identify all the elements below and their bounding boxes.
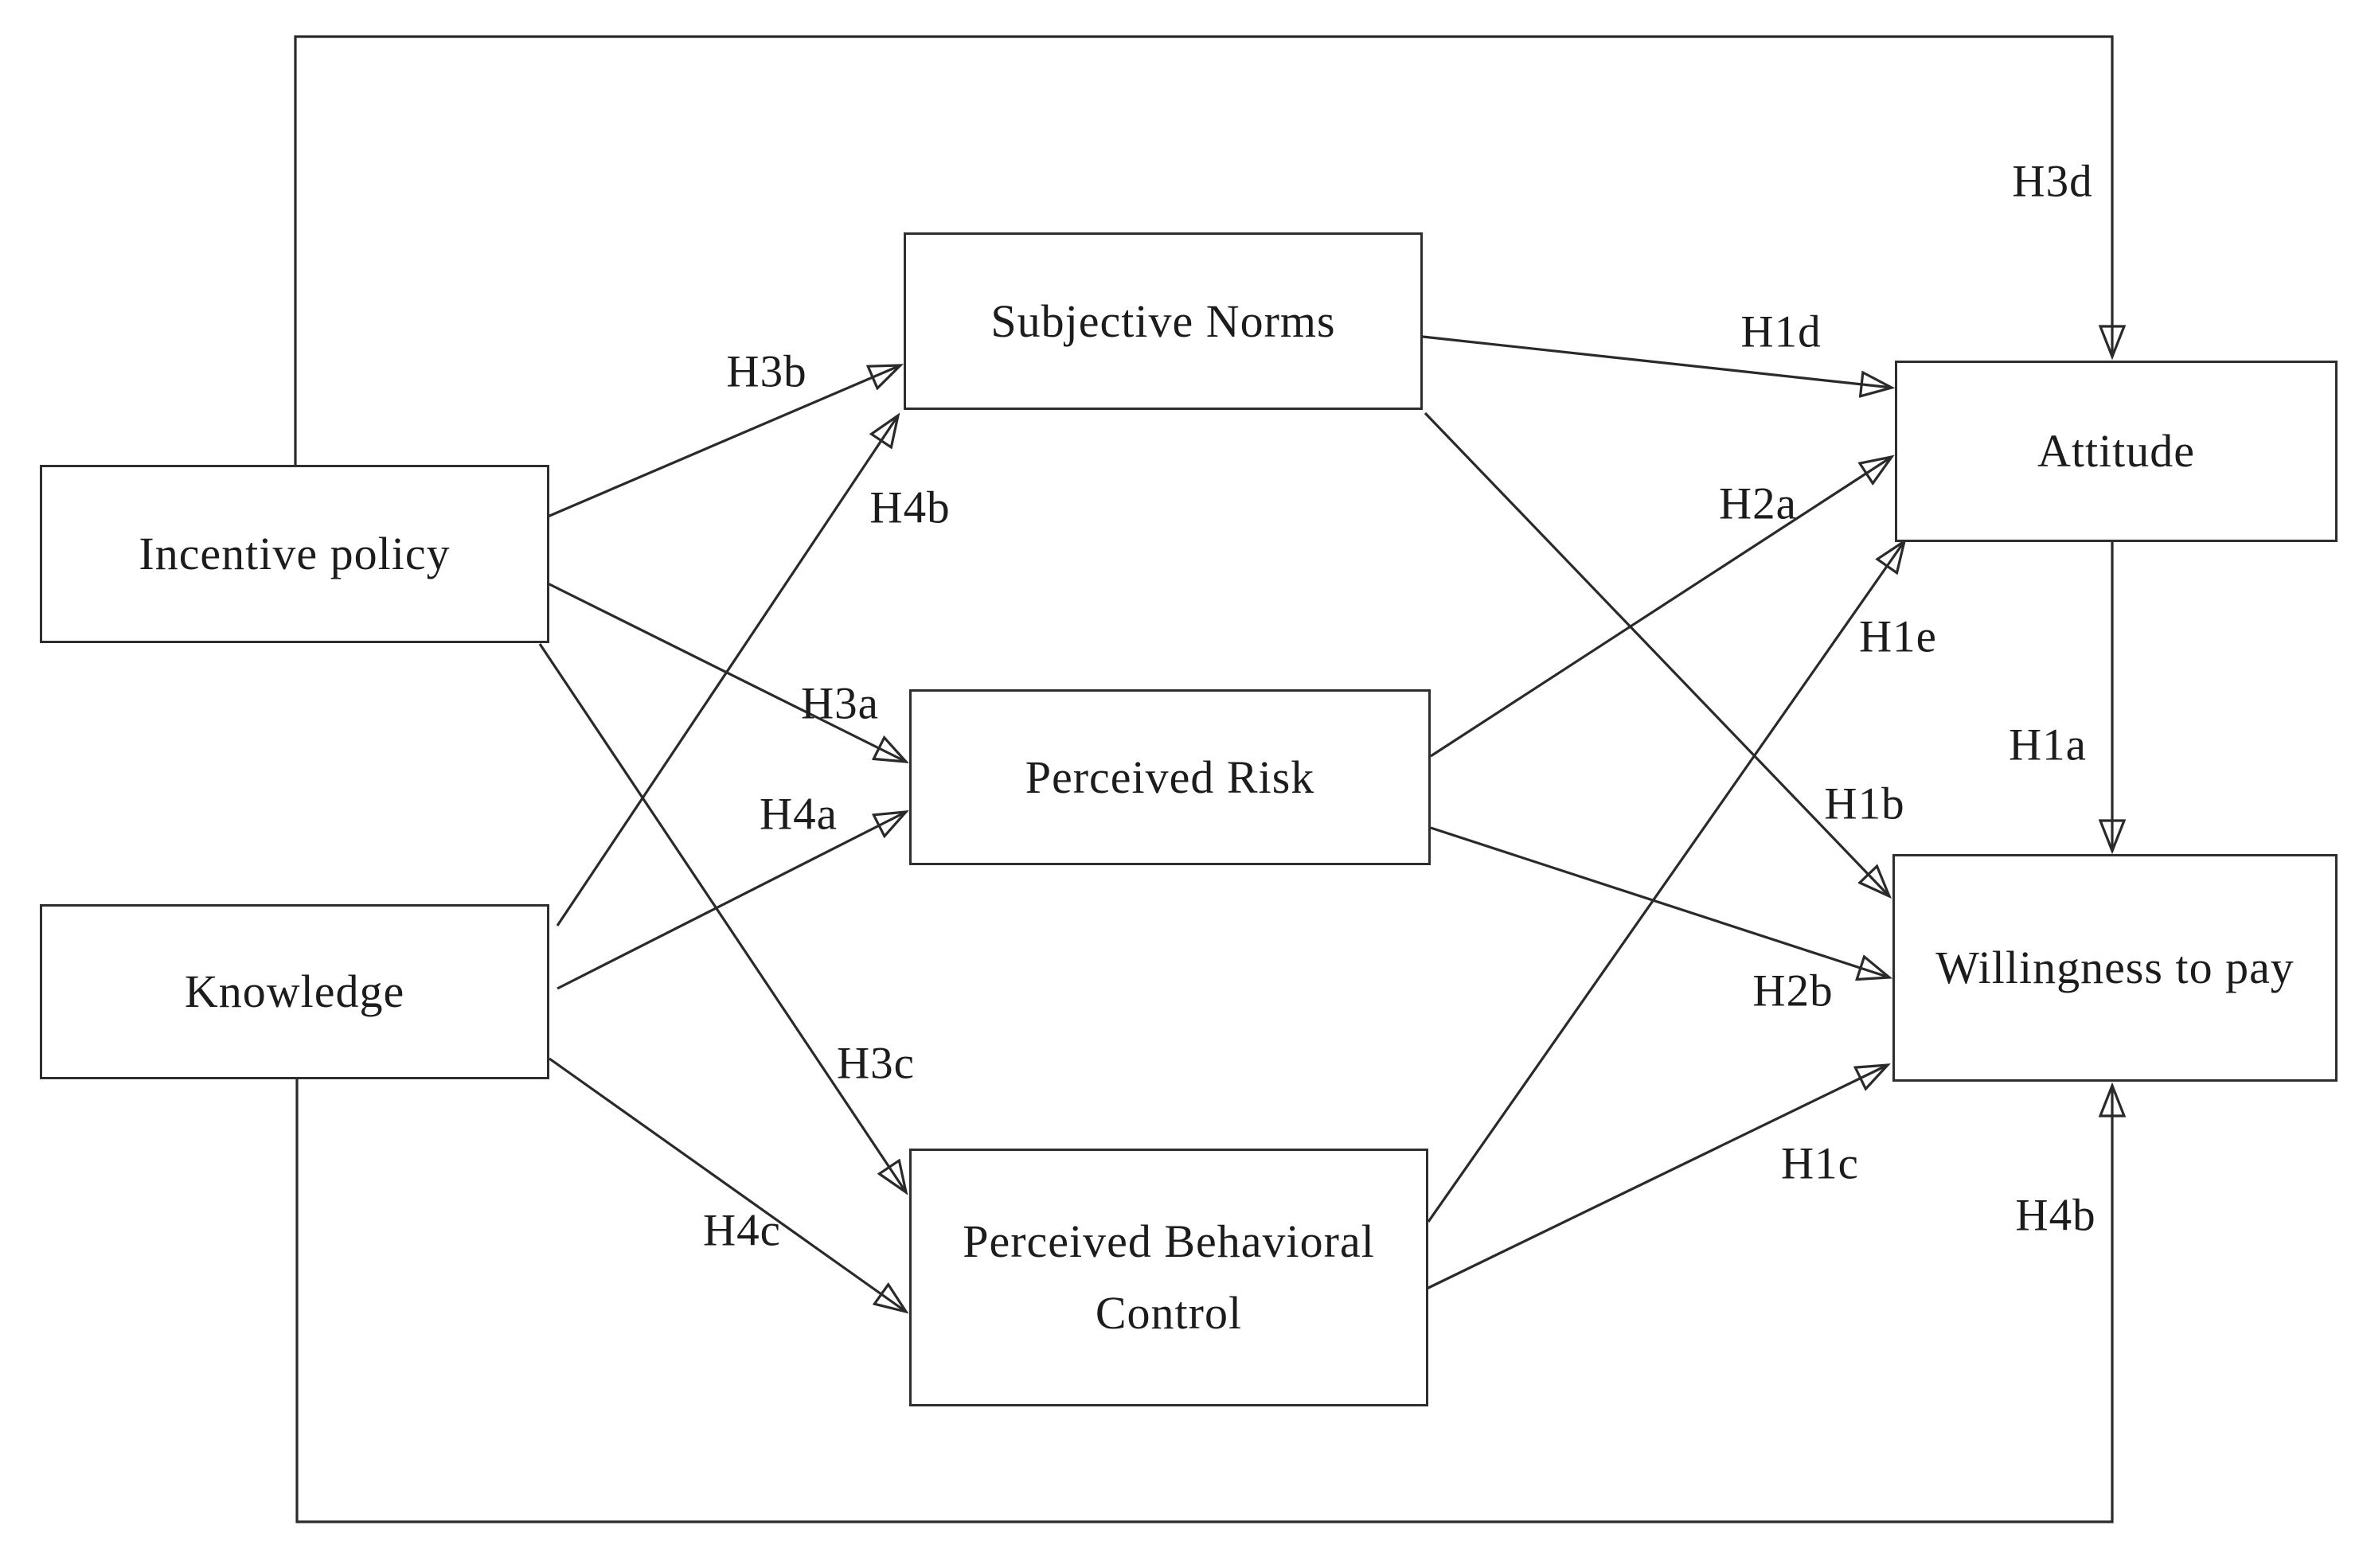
edge-label-h4a: H4a: [760, 789, 838, 840]
edge-label-h4b-top: H4b: [869, 482, 951, 533]
edge-label-h1b: H1b: [1824, 778, 1905, 829]
arrow-h4b-bottom: [295, 1079, 2112, 1523]
edge-label-h1e: H1e: [1859, 611, 1937, 662]
arrow-h1d: [1422, 335, 1892, 388]
node-incentive-policy: Incentive policy: [40, 465, 549, 643]
node-knowledge-label: Knowledge: [184, 965, 405, 1018]
node-subjective-norms-label: Subjective Norms: [990, 294, 1336, 347]
node-perceived-behavioral-control: Perceived Behavioral Control: [909, 1149, 1428, 1406]
arrow-h3c: [538, 643, 906, 1192]
edge-label-h3b: H3b: [726, 346, 807, 397]
arrow-h4a: [557, 812, 906, 990]
node-perceived-risk: Perceived Risk: [909, 689, 1431, 865]
arrow-h2a: [1430, 457, 1892, 758]
arrow-h3b: [547, 365, 900, 518]
arrow-h1e: [1427, 541, 1904, 1223]
node-knowledge: Knowledge: [40, 904, 549, 1079]
edge-label-h1c: H1c: [1781, 1138, 1859, 1189]
arrow-h3a: [547, 582, 906, 762]
arrow-h4c: [549, 1057, 906, 1312]
node-attitude-label: Attitude: [2037, 425, 2196, 478]
arrow-h3d: [294, 35, 2112, 465]
arrow-h2b: [1430, 826, 1889, 977]
edge-label-h3c: H3c: [837, 1038, 915, 1089]
node-attitude: Attitude: [1895, 361, 2338, 542]
node-willingness-to-pay-label: Willingness to pay: [1935, 942, 2295, 994]
edge-label-h4c: H4c: [703, 1205, 781, 1256]
edge-label-h3d: H3d: [2012, 156, 2093, 207]
edge-label-h1d: H1d: [1740, 306, 1822, 357]
edge-label-h3a: H3a: [801, 678, 879, 729]
edge-label-h4b-bottom: H4b: [2015, 1190, 2096, 1241]
node-perceived-behavioral-control-label: Perceived Behavioral Control: [963, 1215, 1375, 1339]
node-perceived-risk-label: Perceived Risk: [1025, 751, 1315, 803]
node-subjective-norms: Subjective Norms: [904, 232, 1423, 410]
edge-label-h1a: H1a: [2009, 720, 2087, 770]
edge-label-h2b: H2b: [1752, 965, 1834, 1016]
arrow-h1c: [1424, 1065, 1888, 1291]
node-incentive-policy-label: Incentive policy: [139, 528, 451, 580]
edge-label-h2a: H2a: [1719, 478, 1797, 529]
arrow-h1b: [1424, 412, 1889, 896]
node-willingness-to-pay: Willingness to pay: [1892, 854, 2338, 1082]
arrow-h4b-top: [556, 415, 898, 926]
